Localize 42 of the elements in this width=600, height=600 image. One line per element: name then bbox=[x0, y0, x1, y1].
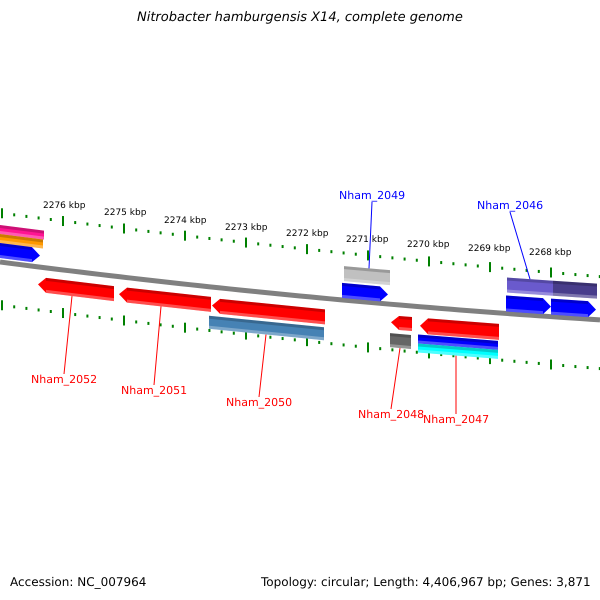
gene-bar bbox=[344, 266, 390, 286]
gene-feature bbox=[391, 316, 412, 332]
gene-label: Nham_2046 bbox=[477, 200, 544, 212]
leader-line bbox=[368, 202, 372, 269]
tick-label: 2270 kbp bbox=[407, 241, 450, 251]
gene-feature bbox=[506, 295, 551, 314]
gene-label: Nham_2052 bbox=[31, 374, 98, 386]
gene-bar bbox=[418, 334, 498, 350]
gene-feature bbox=[342, 282, 388, 302]
gene-bar bbox=[553, 280, 597, 299]
gene-bar bbox=[390, 333, 411, 349]
tick-label: 2268 kbp bbox=[529, 249, 572, 259]
tick-label: 2273 kbp bbox=[225, 224, 268, 234]
gene-feature bbox=[551, 298, 596, 318]
tick-label: 2272 kbp bbox=[286, 230, 328, 240]
leader-line bbox=[154, 306, 162, 386]
tick-label: 2276 kbp bbox=[43, 202, 86, 212]
gene-bar bbox=[507, 278, 553, 296]
accession-text: Accession: NC_007964 bbox=[10, 576, 146, 589]
gene-feature bbox=[212, 298, 325, 324]
gene-bar bbox=[0, 233, 43, 248]
tick-label: 2271 kbp bbox=[346, 236, 388, 246]
leader-line bbox=[510, 212, 530, 280]
gene-label: Nham_2051 bbox=[121, 385, 188, 398]
gene-label: Nham_2048 bbox=[358, 409, 424, 422]
gene-feature bbox=[0, 242, 40, 262]
gene-label: Nham_2049 bbox=[339, 190, 406, 202]
title: Nitrobacter hamburgensis X14, complete genome bbox=[137, 11, 463, 26]
gene-feature bbox=[119, 288, 211, 312]
tick-label: 2275 kbp bbox=[104, 209, 146, 219]
gene-label: Nham_2047 bbox=[423, 414, 490, 426]
gene-bar bbox=[209, 316, 324, 340]
gene-feature bbox=[38, 278, 114, 302]
leader-line bbox=[258, 334, 266, 398]
gene-bar bbox=[418, 344, 498, 359]
leader-line bbox=[64, 296, 72, 374]
tick-label: 2274 kbp bbox=[164, 217, 206, 227]
gene-feature bbox=[420, 318, 499, 340]
tick-label: 2269 kbp bbox=[468, 245, 510, 255]
gene-label: Nham_2050 bbox=[226, 397, 292, 410]
genome-info-text: Topology: circular; Length: 4,406,967 bp; Genes: 3,871 bbox=[261, 576, 591, 589]
gene-bar bbox=[0, 224, 44, 240]
